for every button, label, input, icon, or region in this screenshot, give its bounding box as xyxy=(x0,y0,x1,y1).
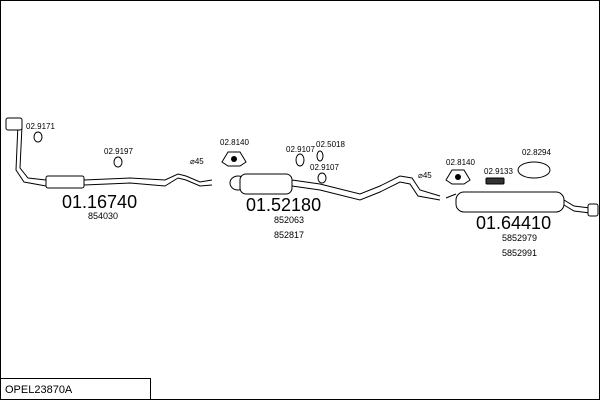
part-label-5: 02.5018 xyxy=(316,140,345,149)
tail-pipe xyxy=(587,203,599,217)
part-label-7: 02.8140 xyxy=(446,158,475,167)
section-2-main: 01.52180 xyxy=(246,195,321,215)
part-hanger-1 xyxy=(113,156,123,168)
part-ring-2 xyxy=(316,150,324,162)
front-pipe-section xyxy=(5,117,213,189)
part-gasket-1 xyxy=(221,151,247,167)
middle-pipe-section xyxy=(229,173,441,201)
section-2-ref-1: 852063 xyxy=(274,215,304,225)
diameter-label-2: ⌀45 xyxy=(418,171,432,180)
front-flange xyxy=(5,117,23,131)
part-gasket-2 xyxy=(445,169,471,185)
section-3-main: 01.64410 xyxy=(476,213,551,233)
section-1-main: 01.16740 xyxy=(62,192,137,212)
part-ring-3 xyxy=(317,172,327,184)
diameter-label-1: ⌀45 xyxy=(190,157,204,166)
part-label-3: 02.8140 xyxy=(220,138,249,147)
part-clamp-2 xyxy=(517,161,551,179)
middle-muffler xyxy=(239,173,293,195)
front-resonator xyxy=(45,175,85,189)
part-clamp-1 xyxy=(33,131,43,143)
diagram-code: OPEL23870A xyxy=(5,384,73,396)
rear-muffler xyxy=(455,191,565,213)
part-label-2: 02.9197 xyxy=(104,147,133,156)
section-2-ref-2: 852817 xyxy=(274,230,304,240)
part-label-6: 02.9107 xyxy=(310,163,339,172)
part-label-1: 02.9171 xyxy=(26,122,55,131)
part-label-8: 02.9133 xyxy=(484,167,513,176)
part-label-9: 02.8294 xyxy=(522,148,551,157)
part-ring-1 xyxy=(295,153,305,167)
section-3-ref-2: 5852991 xyxy=(502,248,537,258)
section-3-ref-1: 5852979 xyxy=(502,233,537,243)
section-1-ref-1: 854030 xyxy=(88,211,118,221)
part-hanger-2 xyxy=(485,177,505,185)
part-label-4: 02.9107 xyxy=(286,145,315,154)
rear-pipe-section xyxy=(445,191,599,217)
